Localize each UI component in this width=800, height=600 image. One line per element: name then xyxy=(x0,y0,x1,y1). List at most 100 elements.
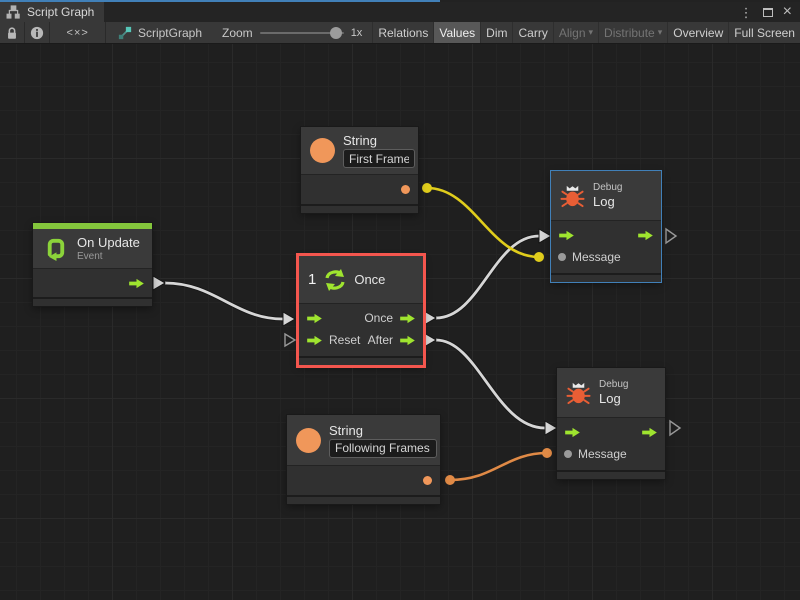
port-in-once[interactable] xyxy=(282,311,296,327)
flow-out-arrow-icon[interactable] xyxy=(399,335,416,346)
node-title: String xyxy=(329,422,363,438)
event-color-bar xyxy=(33,223,152,229)
port-out-after[interactable] xyxy=(423,332,437,348)
zoom-slider-handle[interactable] xyxy=(329,26,342,39)
edit-source-button[interactable]: <×> xyxy=(50,22,106,43)
port-in-debuglog-top[interactable] xyxy=(538,228,552,244)
values-button[interactable]: Values xyxy=(433,22,481,43)
port-out-once[interactable] xyxy=(423,310,437,326)
zoom-label: Zoom xyxy=(222,25,253,40)
script-graph-icon xyxy=(118,26,132,40)
node-header: Debug Log xyxy=(557,368,665,417)
graph-toolbar: <×> ScriptGraph Zoom 1x Relations Values… xyxy=(0,22,800,44)
zoom-slider[interactable] xyxy=(259,26,344,39)
node-footer xyxy=(33,297,152,306)
node-footer xyxy=(299,356,423,365)
distribute-dropdown[interactable]: Distribute▾ xyxy=(598,22,667,43)
string-literal-icon xyxy=(310,138,335,163)
node-string-following-frames[interactable]: String xyxy=(287,415,440,504)
flow-out-arrow-icon[interactable] xyxy=(637,230,654,241)
graph-canvas[interactable]: String On Update Event xyxy=(0,44,800,600)
dim-button[interactable]: Dim xyxy=(480,22,512,43)
code-icon: <×> xyxy=(66,26,89,39)
node-body: Message xyxy=(557,417,665,470)
port-out-debuglog-top[interactable] xyxy=(665,227,678,245)
node-debug-log-top[interactable]: Debug Log Message xyxy=(550,170,662,283)
message-input-port[interactable] xyxy=(558,253,566,261)
close-icon[interactable]: × xyxy=(782,3,792,20)
string-output-port[interactable] xyxy=(401,185,410,194)
wire-dot-followingframes-out[interactable] xyxy=(445,475,455,485)
port-in-once-reset[interactable] xyxy=(284,332,297,348)
flow-in-arrow-icon[interactable] xyxy=(564,427,581,438)
wire-after-to-debuglog-bottom[interactable] xyxy=(435,338,546,430)
graph-name-label: ScriptGraph xyxy=(137,25,202,40)
node-header: String xyxy=(287,415,440,465)
flow-out-arrow-icon[interactable] xyxy=(399,313,416,324)
chevron-down-icon: ▾ xyxy=(588,27,594,37)
on-update-loop-icon xyxy=(42,235,69,262)
port-in-debuglog-bottom[interactable] xyxy=(544,420,558,436)
toolbar-buttons: Relations Values Dim Carry Align▾ Distri… xyxy=(372,22,800,43)
node-body: Message xyxy=(551,220,661,273)
flow-out-arrow-icon[interactable] xyxy=(641,427,658,438)
wire-dot-message-bottom-in[interactable] xyxy=(542,448,552,458)
relations-button[interactable]: Relations xyxy=(372,22,433,43)
node-header: Debug Log xyxy=(551,171,661,220)
port-label-reset: Reset xyxy=(329,333,361,347)
node-footer xyxy=(557,470,665,479)
node-header: String xyxy=(301,127,418,174)
tab-script-graph[interactable]: Script Graph xyxy=(0,2,105,22)
wire-followingframes-to-message[interactable] xyxy=(449,451,548,482)
node-footer xyxy=(551,273,661,282)
node-title: Log xyxy=(593,194,615,209)
port-label-message: Message xyxy=(572,250,621,264)
port-label-after: After xyxy=(367,333,393,347)
port-label-once: Once xyxy=(364,311,393,325)
fullscreen-button[interactable]: Full Screen xyxy=(728,22,800,43)
node-category: Debug xyxy=(599,379,629,390)
wire-once-to-debuglog-top[interactable] xyxy=(435,234,540,320)
node-once[interactable]: 1 Once Once Reset After xyxy=(296,253,426,368)
lock-icon xyxy=(5,26,19,40)
wire-onupdate-to-once[interactable] xyxy=(164,281,284,321)
bug-icon xyxy=(566,380,591,405)
node-title: String xyxy=(343,133,377,148)
message-input-port[interactable] xyxy=(564,450,572,458)
align-dropdown[interactable]: Align▾ xyxy=(552,22,598,43)
port-out-debuglog-bottom[interactable] xyxy=(669,419,682,437)
flow-in-arrow-icon[interactable] xyxy=(306,313,323,324)
focus-indicator-line xyxy=(0,0,440,2)
bug-icon xyxy=(560,183,585,208)
flow-in-arrow-icon[interactable] xyxy=(558,230,575,241)
node-body xyxy=(33,268,152,297)
maximize-icon[interactable] xyxy=(762,7,773,17)
port-label-message: Message xyxy=(578,447,627,461)
window-menu-icon[interactable]: ⋮ xyxy=(739,4,753,20)
string-output-port[interactable] xyxy=(423,476,432,485)
node-title: On Update xyxy=(77,235,140,250)
node-string-first-frame[interactable]: String xyxy=(301,127,418,213)
node-on-update[interactable]: On Update Event xyxy=(33,223,152,306)
wire-dot-message-top-in[interactable] xyxy=(534,252,544,262)
overview-button[interactable]: Overview xyxy=(667,22,728,43)
node-category: Debug xyxy=(593,182,623,193)
chevron-down-icon: ▾ xyxy=(657,27,663,37)
node-debug-log-bottom[interactable]: Debug Log Message xyxy=(557,368,665,479)
wire-dot-firstframe-out[interactable] xyxy=(422,183,432,193)
string-value-field[interactable] xyxy=(343,149,415,168)
graph-tab-icon xyxy=(6,5,21,19)
lock-button[interactable] xyxy=(0,22,26,43)
node-title: Once xyxy=(354,272,386,287)
inspect-button[interactable] xyxy=(25,22,51,43)
flow-in-arrow-icon[interactable] xyxy=(306,335,323,346)
graph-breadcrumb[interactable]: ScriptGraph xyxy=(106,22,214,43)
wire-firstframe-to-message[interactable] xyxy=(426,186,540,259)
node-header: On Update Event xyxy=(33,229,152,268)
flow-out-arrow-icon[interactable] xyxy=(128,278,145,289)
string-value-field[interactable] xyxy=(329,438,437,458)
carry-button[interactable]: Carry xyxy=(512,22,552,43)
once-count: 1 xyxy=(308,271,317,288)
port-out-onupdate[interactable] xyxy=(152,275,166,291)
